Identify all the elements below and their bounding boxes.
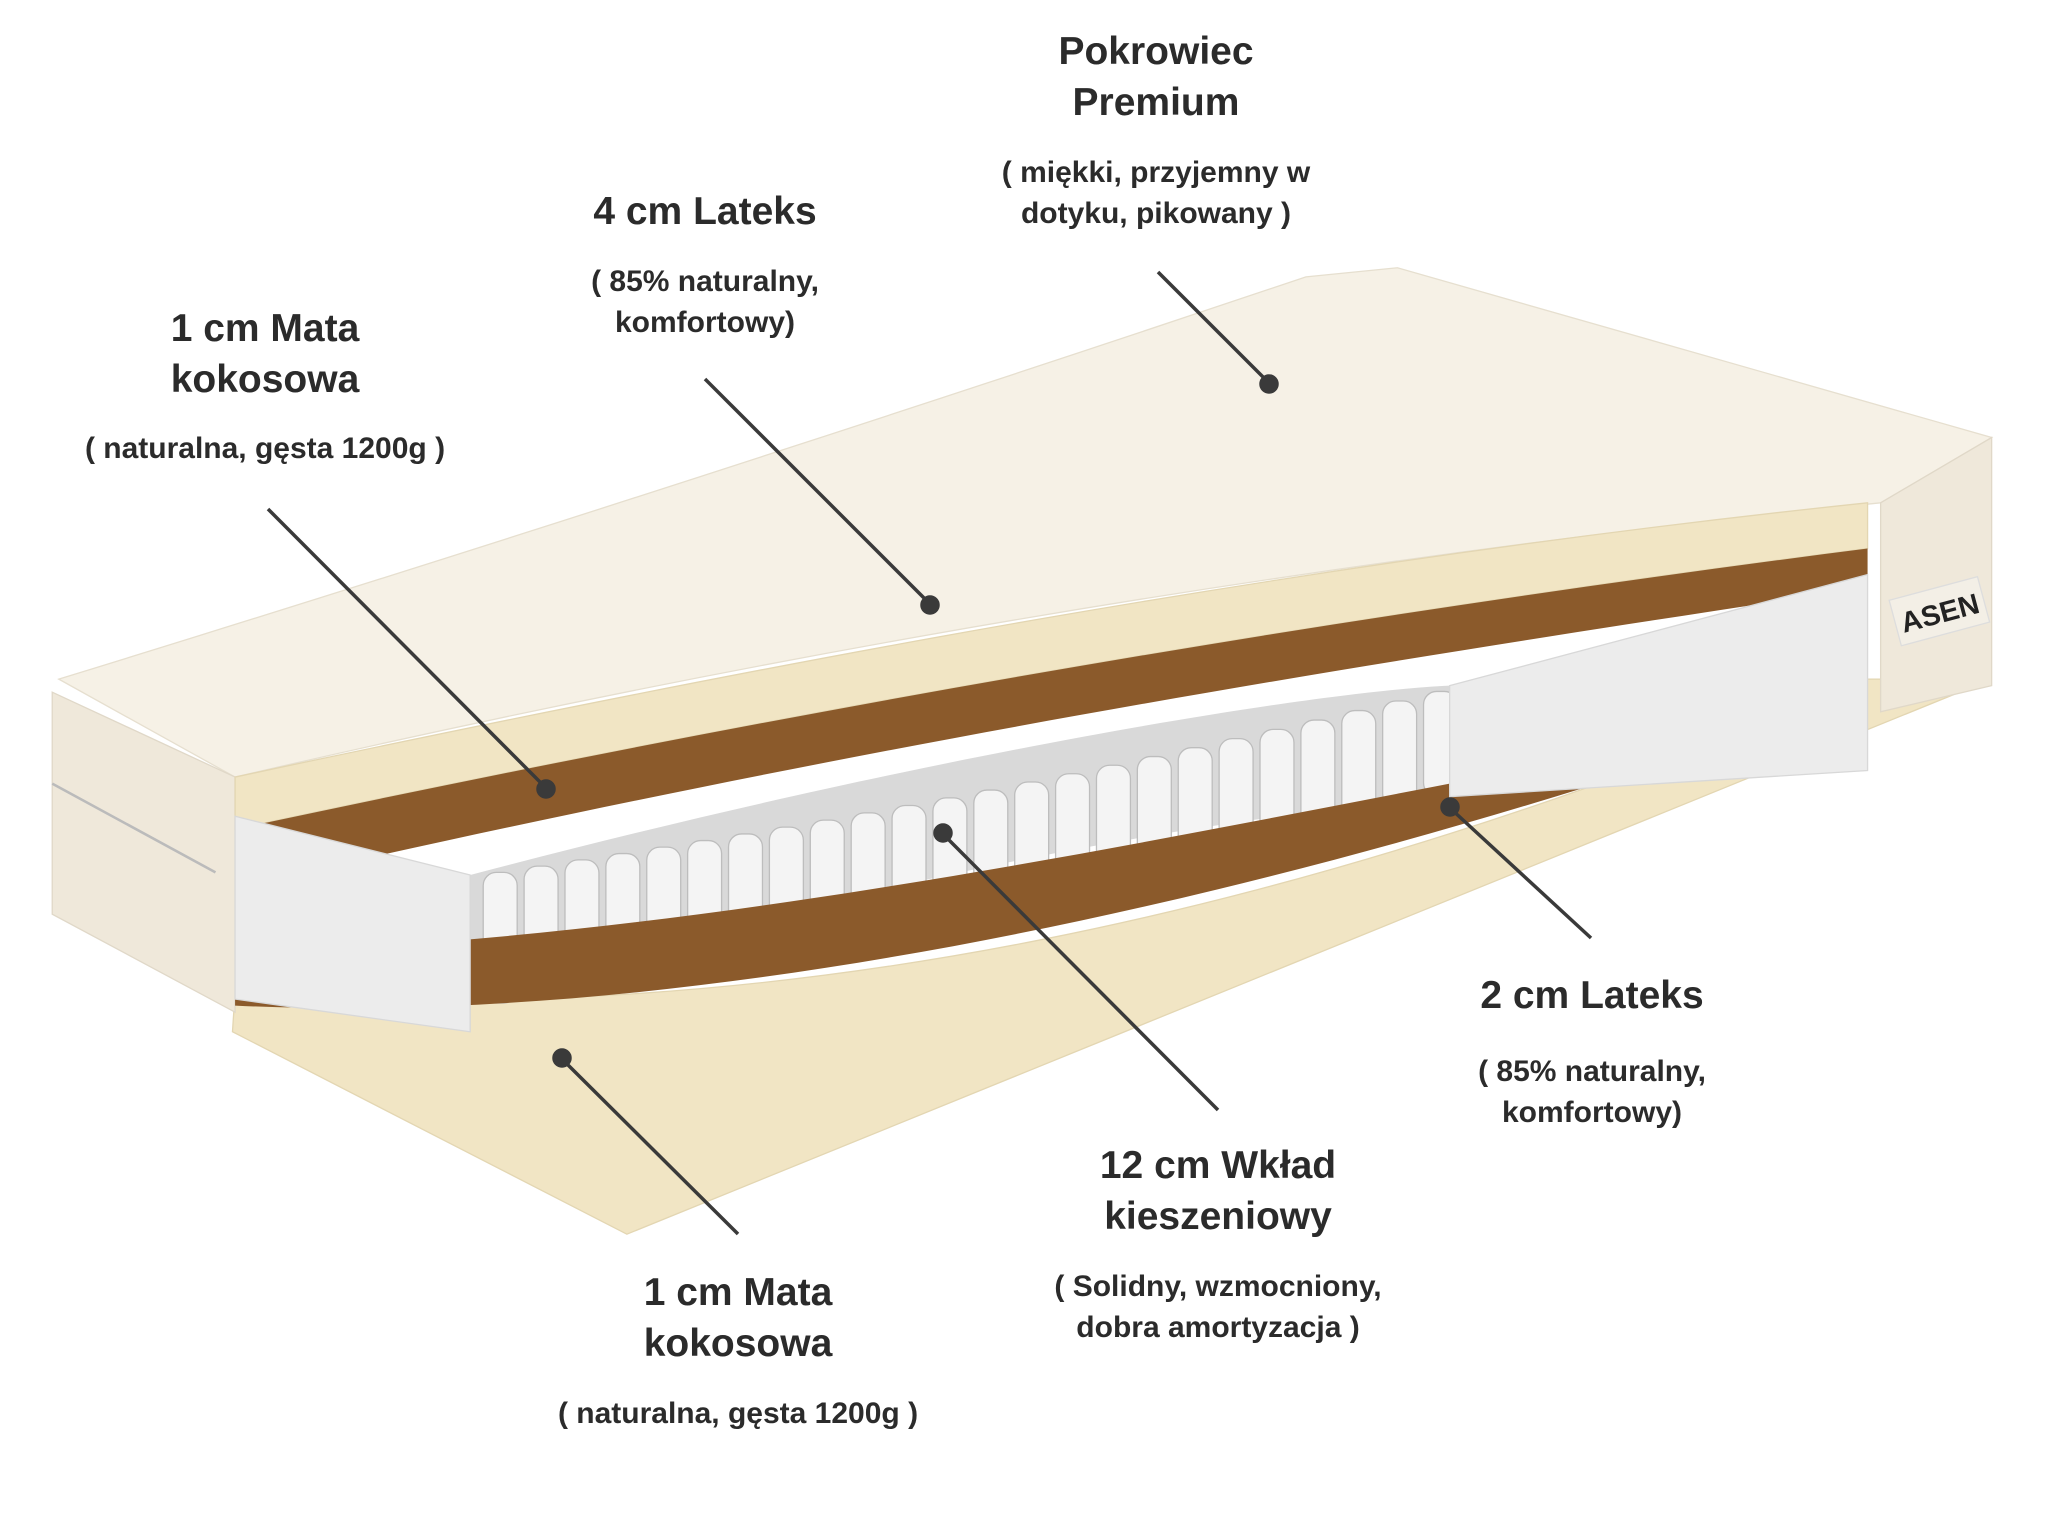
- layer-title: 1 cm Mata: [643, 1271, 833, 1314]
- label-coco-top: 1 cm Mata kokosowa ( naturalna, gęsta 12…: [85, 303, 445, 469]
- spring-pocket: [1382, 700, 1418, 808]
- leader-latex-top: [703, 377, 932, 606]
- layer-title: 2 cm Lateks: [1480, 974, 1704, 1017]
- label-latex-top: 4 cm Lateks ( 85% naturalny, komfortowy): [591, 186, 819, 343]
- leader-cover: [1156, 270, 1271, 385]
- foam-edge-right: [1449, 573, 1869, 798]
- layer-title: Premium: [1072, 81, 1240, 124]
- layer-desc: ( naturalna, gęsta 1200g ): [84, 432, 446, 465]
- layer-desc: komfortowy): [615, 306, 795, 339]
- leader-coco-top: [266, 507, 548, 790]
- label-springs: 12 cm Wkład kieszeniowy ( Solidny, wzmoc…: [1054, 1140, 1381, 1348]
- layer-title: Pokrowiec: [1058, 30, 1254, 73]
- layer-desc: ( 85% naturalny,: [1478, 1055, 1706, 1088]
- layer-desc: dotyku, pikowany ): [1020, 197, 1292, 230]
- layer-desc: komfortowy): [1502, 1096, 1682, 1129]
- label-coco-bottom: 1 cm Mata kokosowa ( naturalna, gęsta 12…: [558, 1267, 918, 1434]
- leader-springs: [941, 832, 1220, 1112]
- brand-tag: ASEN: [1888, 575, 1991, 647]
- layer-desc: ( miękki, przyjemny w: [1001, 156, 1311, 189]
- cover-left-end: [51, 691, 236, 1014]
- layer-desc: ( Solidny, wzmocniony,: [1054, 1270, 1382, 1303]
- layer-desc: ( naturalna, gęsta 1200g ): [557, 1397, 919, 1430]
- foam-edge-left: [234, 815, 471, 1033]
- label-cover: Pokrowiec Premium ( miękki, przyjemny w …: [1002, 26, 1310, 234]
- top-coconut-layer: [235, 548, 1868, 889]
- layer-title: 4 cm Lateks: [593, 190, 817, 233]
- layer-title: 12 cm Wkład: [1099, 1144, 1337, 1187]
- layer-title: kieszeniowy: [1104, 1195, 1332, 1238]
- layer-desc: dobra amortyzacja ): [1076, 1311, 1360, 1344]
- cover-top-surface: [57, 267, 1994, 778]
- leader-coco-bottom: [560, 1057, 740, 1236]
- layer-desc: ( 85% naturalny,: [591, 265, 819, 298]
- layer-title: 1 cm Mata: [170, 307, 360, 350]
- label-latex-bottom: 2 cm Lateks ( 85% naturalny, komfortowy): [1478, 970, 1706, 1133]
- leader-latex-bottom: [1448, 806, 1593, 940]
- zipper-icon: [51, 782, 217, 874]
- layer-title: kokosowa: [643, 1322, 833, 1365]
- layer-title: kokosowa: [170, 358, 360, 401]
